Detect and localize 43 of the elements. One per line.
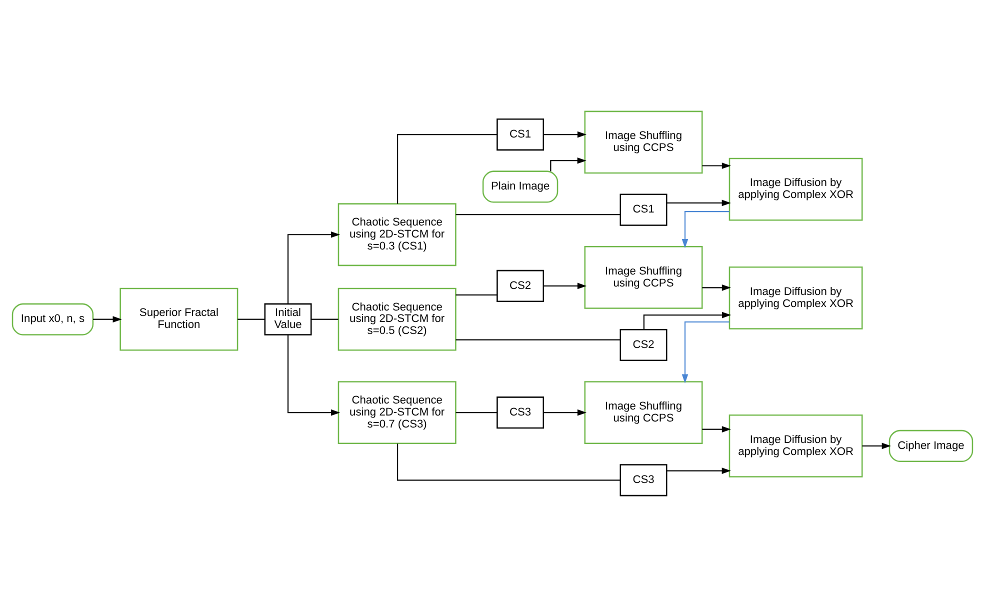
node-box: Input x0, n, s — [12, 302, 94, 335]
arrow — [287, 334, 340, 416]
node-box: Chaotic Sequence using 2D-STCM for s=0.7 (CS3) — [338, 380, 456, 444]
arrow — [682, 210, 730, 248]
node-box: Chaotic Sequence using 2D-STCM for s=0.3 (CS1) — [338, 202, 456, 266]
node-box: CS1 — [496, 118, 544, 150]
arrow — [666, 467, 731, 474]
arrow — [702, 162, 731, 168]
connector — [456, 412, 498, 413]
arrow — [666, 199, 731, 206]
arrow — [550, 156, 586, 171]
node-box: CS3 — [496, 396, 544, 428]
node-box: Superior Fractal Function — [120, 287, 238, 350]
node-box: Image Shuffling using CCPS — [584, 380, 703, 444]
arrow — [702, 284, 731, 290]
node-box: CS3 — [620, 464, 668, 496]
arrow — [543, 130, 587, 138]
connector — [456, 338, 620, 340]
connector — [456, 213, 620, 215]
node-box: Image Shuffling using CCPS — [584, 245, 703, 308]
node-box: Image Diffusion by applying Complex XOR — [728, 414, 863, 477]
arrow — [543, 408, 587, 416]
node-box: Image Diffusion by applying Complex XOR — [728, 157, 863, 220]
arrow — [702, 426, 731, 432]
connector — [311, 318, 338, 320]
node-box: Chaotic Sequence using 2D-STCM for s=0.5 (CS2) — [338, 287, 456, 350]
node-box: Image Diffusion by applying Complex XOR — [728, 266, 863, 329]
connector — [238, 318, 265, 320]
node-box: Cipher Image — [888, 429, 974, 462]
node-box: Initial Value — [264, 302, 312, 335]
connector — [396, 443, 620, 480]
connector — [456, 294, 498, 295]
node-box: CS2 — [620, 328, 668, 361]
arrow — [682, 320, 730, 383]
node-box: CS2 — [496, 269, 544, 302]
arrow — [862, 442, 891, 449]
connector — [396, 133, 497, 204]
node-box: CS1 — [620, 193, 668, 226]
arrow — [543, 282, 587, 289]
node-box: Image Shuffling using CCPS — [584, 110, 703, 174]
node-box: Plain Image — [482, 170, 558, 202]
arrow — [93, 316, 122, 322]
arrow — [287, 230, 340, 304]
